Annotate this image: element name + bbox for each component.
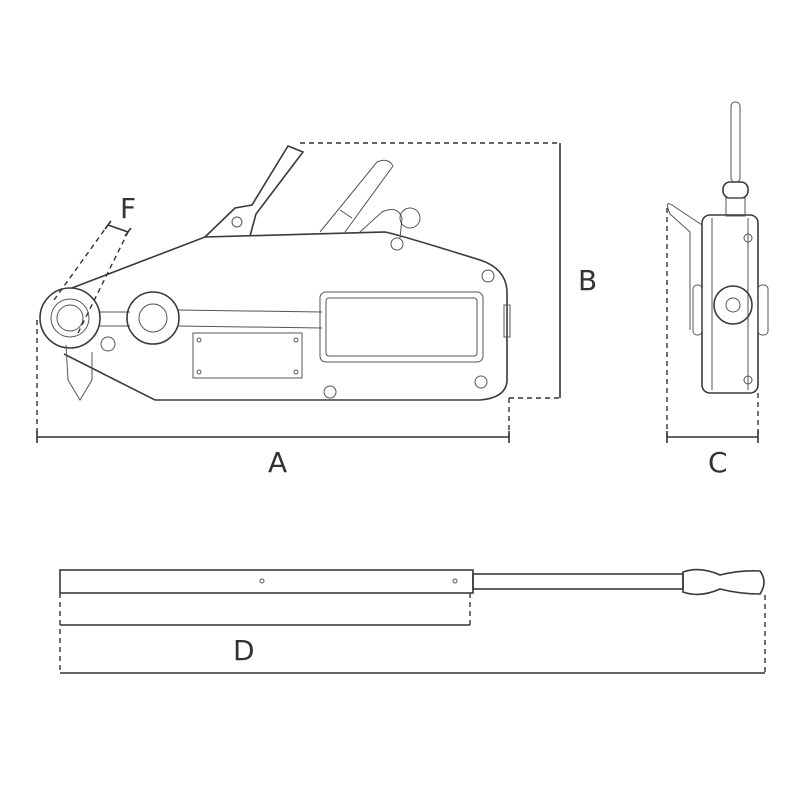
b-extension: [300, 142, 560, 399]
side-body-line: [711, 218, 749, 390]
side-knob: [722, 181, 749, 199]
plate-screw: [293, 337, 299, 343]
label-d: D: [233, 634, 255, 667]
handle-band: [339, 209, 353, 219]
label-a: A: [268, 446, 287, 479]
winch-side-view: [666, 101, 769, 394]
dimension-d: [60, 624, 765, 674]
winch-front-view: [39, 145, 511, 401]
release-hook: [359, 209, 403, 239]
side-cap: [692, 284, 703, 336]
plate-screw: [196, 337, 202, 343]
anchor-ring-inner: [50, 298, 90, 338]
bolt-hole: [323, 385, 337, 399]
f-extension: [53, 224, 129, 334]
side-tab: [503, 304, 511, 338]
safety-pin: [65, 344, 93, 401]
label-f: F: [120, 192, 136, 225]
bolt-hole: [474, 375, 488, 389]
recessed-panel: [319, 291, 484, 363]
recessed-panel-inner: [325, 297, 478, 357]
label-c: C: [708, 446, 728, 479]
side-cap: [757, 284, 769, 336]
handle-rod: [472, 573, 684, 590]
dimension-f: [104, 220, 132, 237]
telescopic-handle: [59, 568, 765, 596]
d-extension: [59, 593, 766, 673]
plate-screw: [293, 369, 299, 375]
a-extension: [36, 320, 510, 437]
dimension-c: [666, 431, 759, 443]
drive-boss: [126, 291, 180, 345]
side-lever: [666, 203, 703, 330]
lever-pin: [231, 216, 243, 228]
lever-arm: [204, 145, 305, 238]
release-handle: [319, 159, 394, 233]
name-plate: [192, 332, 303, 379]
rib-line: [177, 309, 323, 329]
dimension-a: [36, 431, 510, 443]
c-extension: [666, 208, 759, 437]
side-hole: [725, 297, 741, 313]
handle-pin: [259, 578, 265, 584]
dimensions: [36, 142, 766, 674]
body-outline: [63, 231, 508, 401]
arm-link: [100, 311, 130, 327]
bolt-hole: [390, 237, 404, 251]
bolt-hole: [100, 336, 116, 352]
anchor-ring: [39, 287, 101, 349]
side-shaft: [730, 101, 741, 183]
label-b: B: [578, 264, 597, 297]
anchor-hole: [56, 304, 84, 332]
side-boss: [713, 285, 753, 325]
side-collar: [725, 197, 746, 217]
hook-ring: [399, 207, 421, 229]
bolt-hole: [481, 269, 495, 283]
handle-grip: [682, 568, 765, 596]
plate-screw: [196, 369, 202, 375]
side-bolt: [743, 233, 753, 243]
drive-hole: [138, 303, 168, 333]
side-bolt: [743, 375, 753, 385]
handle-pin: [452, 578, 458, 584]
handle-tube: [59, 569, 474, 594]
